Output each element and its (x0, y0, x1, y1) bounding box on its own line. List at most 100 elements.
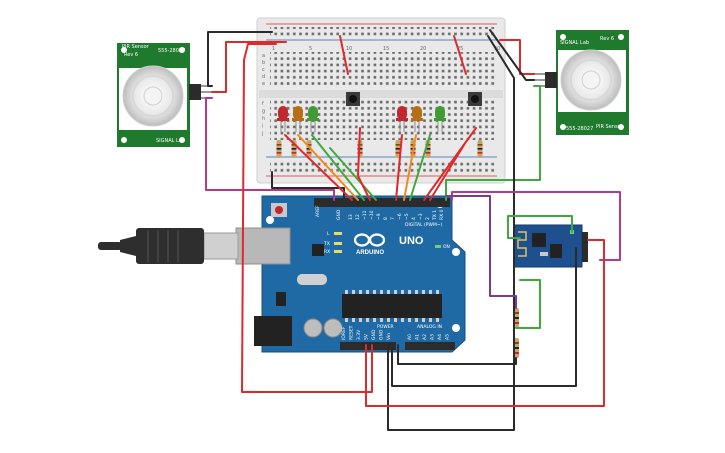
analog-pin-label: A1 (415, 334, 421, 340)
power-pin-label: GND (379, 329, 385, 340)
digital-pin-label: ~3 (418, 213, 424, 220)
wire-black-pir-right (489, 29, 535, 81)
breadboard-col-number: 25 (457, 46, 463, 52)
breadboard-row-letter: b (262, 60, 265, 66)
pir-right-part-number: 555-28027 (566, 126, 593, 132)
led-l-label: L (327, 231, 330, 237)
wire-black-gnd-right (387, 35, 515, 431)
digital-pin-label: ~6 (397, 213, 403, 220)
analog-pin-label: A2 (422, 334, 428, 340)
analog-pin-label: A3 (430, 334, 436, 340)
wire-black-esp (391, 247, 577, 387)
analog-label: ANALOG IN (417, 324, 442, 330)
wire-magenta-pir-left (205, 97, 335, 201)
wire-black-divider (397, 344, 517, 365)
power-label: POWER (377, 324, 394, 330)
arduino-model: UNO (399, 235, 424, 247)
breadboard-row-letter: d (262, 74, 265, 80)
breadboard-row-letter: e (262, 81, 265, 87)
pir-right-label-bottom: SIGNAL Lab (560, 40, 589, 46)
breadboard-col-number: 15 (383, 46, 389, 52)
pir-right-label-top: PIR Sensor (596, 124, 624, 130)
breadboard-row-letter: c (262, 67, 265, 73)
analog-pin-label: A5 (445, 334, 451, 340)
wire-orange-led5 (403, 134, 417, 201)
wire-red-5v-left (241, 43, 373, 393)
wire-red-led4 (395, 134, 403, 201)
digital-pin-label: ~10 (369, 210, 375, 220)
digital-pin-label: 12 (355, 214, 361, 220)
led (292, 106, 304, 132)
led (396, 106, 408, 132)
wire-red-jumper-2 (453, 35, 467, 75)
led (307, 106, 319, 132)
led-on-label: ON (443, 244, 450, 250)
wire-red-led1 (284, 134, 353, 201)
wire-red-btn1 (357, 127, 371, 201)
wire-green-led3 (311, 134, 365, 201)
arduino-uno-board: L TX RX ON ARDUINO UNO DIGITAL (PWM~) AR… (235, 195, 466, 353)
microcontroller-pins (345, 290, 439, 322)
reset-button[interactable] (271, 203, 287, 217)
digital-pin-label: 4 (411, 217, 417, 220)
breadboard-col-number: 20 (420, 46, 426, 52)
power-pin-label: GND (371, 329, 377, 340)
digital-pin-label: ~11 (362, 210, 368, 220)
wire-black-breadboard-gnd (271, 171, 345, 201)
resistor (276, 140, 282, 158)
pir-sensor-right: Rev 6 SIGNAL Lab PIR Sensor 555-28027 (534, 30, 629, 135)
gnd-pin-label: GND (336, 209, 342, 220)
led-tx-label: TX (323, 241, 330, 247)
wire-red-pir-left (211, 41, 287, 93)
led (277, 106, 289, 132)
wire-green-esp-2 (515, 279, 541, 329)
digital-pin-label: 13 (348, 214, 354, 220)
wires (205, 29, 621, 431)
usb-cable (98, 228, 239, 264)
led-rx-label: RX (324, 249, 330, 255)
pir-sensor-left: PIR Sensor Rev 6 555-28027 SIGNAL Lab (117, 43, 212, 147)
resistor (477, 140, 483, 158)
pir-left-label-top2: Rev 6 (124, 52, 138, 58)
breadboard-row-letter: i (262, 124, 263, 130)
wire-red-esp (365, 239, 605, 407)
push-button-left[interactable] (346, 92, 360, 106)
push-button-right[interactable] (468, 92, 482, 106)
power-pin-label: 3.3V (356, 329, 362, 340)
wire-red-btn2-b (429, 144, 465, 201)
digital-pin-label: 8 (383, 217, 389, 220)
pir-left-label-bottom: SIGNAL Lab (156, 138, 185, 144)
pir-left-part-number: 555-28027 (158, 48, 185, 54)
wire-red-pir-right (499, 39, 535, 75)
wire-red-jumper-1 (339, 35, 349, 75)
digital-pin-label: 2 (425, 217, 431, 220)
wire-green-led6 (409, 134, 431, 201)
esp8266-wifi-module (513, 224, 588, 268)
analog-pin-label: A0 (407, 334, 413, 340)
breadboard-row-letter: j (261, 131, 263, 137)
power-pin-label: RESET (349, 325, 355, 340)
led-group (277, 106, 446, 132)
digital-pin-label: TX 1 (432, 210, 438, 221)
analog-pin-label: A4 (437, 334, 443, 340)
wire-green-esp (507, 215, 573, 239)
led (434, 106, 446, 132)
aref-label: AREF (315, 205, 321, 217)
wire-magenta-esp (451, 191, 621, 261)
breadboard-row-letter: a (262, 53, 265, 59)
digital-pin-label: RX 0 (439, 209, 445, 220)
breadboard-col-number: 10 (346, 46, 352, 52)
digital-label: DIGITAL (PWM~) (405, 222, 443, 228)
power-pin-label: 5V (364, 333, 370, 340)
wire-red-btn2 (423, 127, 477, 201)
digital-pin-label: 7 (390, 217, 396, 220)
wire-green-btn1 (329, 147, 377, 201)
breadboard-row-letter: h (262, 116, 265, 122)
arduino-logo-text: ARDUINO (356, 250, 384, 256)
digital-pin-label: ~5 (404, 213, 410, 220)
